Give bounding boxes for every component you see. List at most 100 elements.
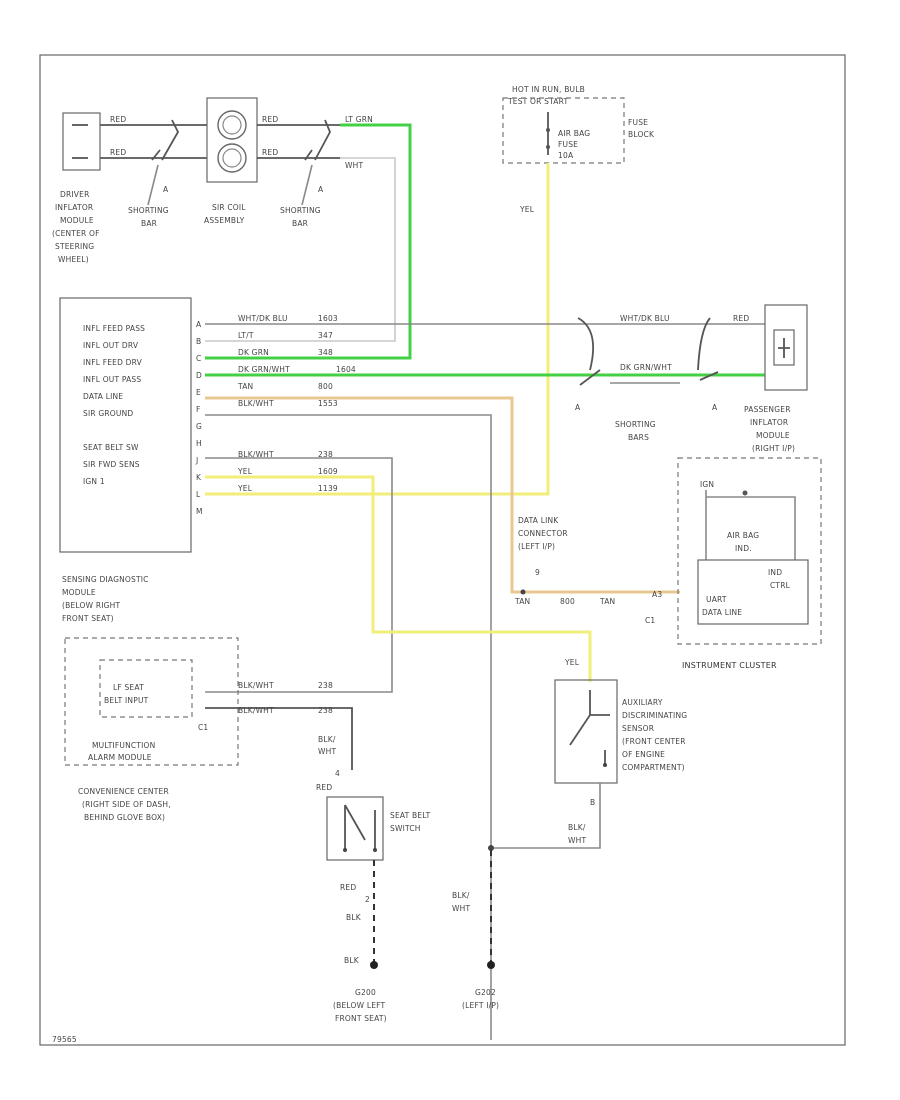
svg-text:MULTIFUNCTION: MULTIFUNCTION	[92, 741, 155, 750]
fuse-block: HOT IN RUN, BULB TEST OR START AIR BAG F…	[502, 85, 655, 164]
svg-text:BLOCK: BLOCK	[628, 130, 655, 139]
instrument-cluster: IGN AIR BAG IND. IND CTRL UART DATA LINE…	[645, 457, 822, 670]
svg-text:YEL: YEL	[564, 658, 580, 667]
svg-text:OF ENGINE: OF ENGINE	[622, 750, 665, 759]
svg-text:LT/T: LT/T	[238, 331, 254, 340]
svg-text:CONVENIENCE CENTER: CONVENIENCE CENTER	[78, 787, 169, 796]
svg-text:1139: 1139	[318, 484, 338, 493]
svg-text:MODULE: MODULE	[62, 588, 96, 597]
svg-text:BARS: BARS	[628, 433, 649, 442]
svg-text:1603: 1603	[318, 314, 338, 323]
svg-text:TAN: TAN	[514, 597, 530, 606]
wire-data-line	[205, 396, 680, 594]
svg-text:BLK/: BLK/	[568, 823, 586, 832]
figure-id: 79565	[52, 1035, 77, 1044]
svg-text:E: E	[196, 388, 201, 397]
wire-yel-ign	[205, 163, 550, 496]
pin-e-label: DATA LINE	[83, 392, 123, 401]
svg-text:SENSING DIAGNOSTIC: SENSING DIAGNOSTIC	[62, 575, 149, 584]
svg-text:G202: G202	[475, 988, 496, 997]
svg-text:238: 238	[318, 450, 333, 459]
svg-text:BLK: BLK	[346, 913, 362, 922]
svg-text:FRONT SEAT): FRONT SEAT)	[335, 1014, 387, 1023]
svg-text:A3: A3	[652, 590, 662, 599]
shorting-bar-right: A SHORTING BAR	[280, 119, 331, 228]
svg-text:A: A	[712, 403, 718, 412]
svg-text:AIR BAG: AIR BAG	[558, 129, 590, 138]
svg-text:BEHIND GLOVE BOX): BEHIND GLOVE BOX)	[84, 813, 165, 822]
pin-b-label: INFL OUT DRV	[83, 341, 139, 350]
svg-text:800: 800	[560, 597, 575, 606]
diagram-frame	[39, 54, 846, 1046]
svg-text:BLK/WHT: BLK/WHT	[238, 399, 274, 408]
svg-text:FUSE: FUSE	[628, 118, 648, 127]
svg-text:WHT: WHT	[452, 904, 470, 913]
svg-text:TEST OR START: TEST OR START	[507, 97, 569, 106]
passenger-inflator-module: PASSENGER INFLATOR MODULE (RIGHT I/P)	[744, 304, 808, 453]
data-link-connector: DATA LINK CONNECTOR (LEFT I/P) 9 TAN 800…	[514, 516, 662, 606]
shorting-bars-passenger: A A SHORTING BARS	[575, 317, 719, 442]
svg-text:INFLATOR: INFLATOR	[55, 203, 93, 212]
svg-text:(FRONT CENTER: (FRONT CENTER	[622, 737, 686, 746]
svg-text:WHT: WHT	[318, 747, 336, 756]
svg-text:800: 800	[318, 382, 333, 391]
svg-text:DK GRN/WHT: DK GRN/WHT	[238, 365, 290, 374]
svg-text:238: 238	[318, 681, 333, 690]
svg-text:RED: RED	[316, 783, 332, 792]
svg-text:SEAT BELT: SEAT BELT	[390, 811, 431, 820]
svg-text:BLK/: BLK/	[318, 735, 336, 744]
svg-text:SHORTING: SHORTING	[615, 420, 656, 429]
svg-text:(RIGHT SIDE OF DASH,: (RIGHT SIDE OF DASH,	[82, 800, 171, 809]
svg-text:DATA LINK: DATA LINK	[518, 516, 559, 525]
svg-text:348: 348	[318, 348, 333, 357]
svg-text:2: 2	[365, 895, 370, 904]
svg-text:MODULE: MODULE	[60, 216, 94, 225]
sensing-diagnostic-module: INFL FEED PASS INFL OUT DRV INFL FEED DR…	[59, 297, 203, 623]
pin-j-label: SIR FWD SENS	[83, 460, 140, 469]
svg-text:1609: 1609	[318, 467, 338, 476]
convenience-center: LF SEAT BELT INPUT C1 MULTIFUNCTION ALAR…	[64, 637, 239, 822]
wire-seat-belt-sdm	[205, 457, 393, 693]
svg-text:BAR: BAR	[141, 219, 157, 228]
svg-text:AIR BAG: AIR BAG	[727, 531, 759, 540]
svg-text:A: A	[575, 403, 581, 412]
svg-text:LT GRN: LT GRN	[345, 115, 373, 124]
svg-text:TAN: TAN	[237, 382, 253, 391]
svg-text:B: B	[590, 798, 595, 807]
driver-inflator-module: DRIVER INFLATOR MODULE (CENTER OF STEERI…	[52, 112, 101, 264]
svg-text:SWITCH: SWITCH	[390, 824, 421, 833]
svg-text:A: A	[163, 185, 169, 194]
svg-text:J: J	[195, 456, 198, 465]
svg-text:F: F	[196, 405, 201, 414]
svg-text:RED: RED	[110, 115, 126, 124]
svg-text:FUSE: FUSE	[558, 140, 578, 149]
svg-text:238: 238	[318, 706, 333, 715]
svg-text:B: B	[196, 337, 201, 346]
svg-text:ALARM MODULE: ALARM MODULE	[88, 753, 152, 762]
svg-text:C1: C1	[645, 616, 655, 625]
svg-text:WHEEL): WHEEL)	[58, 255, 89, 264]
svg-text:STEERING: STEERING	[55, 242, 94, 251]
svg-text:RED: RED	[262, 115, 278, 124]
svg-text:L: L	[196, 490, 201, 499]
svg-text:BLK/WHT: BLK/WHT	[238, 706, 274, 715]
svg-text:WHT: WHT	[568, 836, 586, 845]
svg-text:RED: RED	[110, 148, 126, 157]
svg-text:9: 9	[535, 568, 540, 577]
wire-seat-belt-conv	[205, 707, 353, 770]
svg-text:WHT/DK BLU: WHT/DK BLU	[238, 314, 288, 323]
svg-text:RED: RED	[262, 148, 278, 157]
svg-text:(BELOW LEFT: (BELOW LEFT	[333, 1001, 386, 1010]
svg-text:K: K	[196, 473, 202, 482]
pin-a-label: INFL FEED PASS	[83, 324, 145, 333]
svg-text:(LEFT I/P): (LEFT I/P)	[462, 1001, 499, 1010]
svg-text:1604: 1604	[336, 365, 356, 374]
wire-lt-grn	[205, 123, 412, 360]
sir-coil-assembly: SIR COIL ASSEMBLY	[204, 97, 258, 225]
svg-text:YEL: YEL	[237, 484, 253, 493]
svg-text:M: M	[196, 507, 203, 516]
svg-text:RED: RED	[340, 883, 356, 892]
svg-text:MODULE: MODULE	[756, 431, 790, 440]
svg-text:BAR: BAR	[292, 219, 308, 228]
